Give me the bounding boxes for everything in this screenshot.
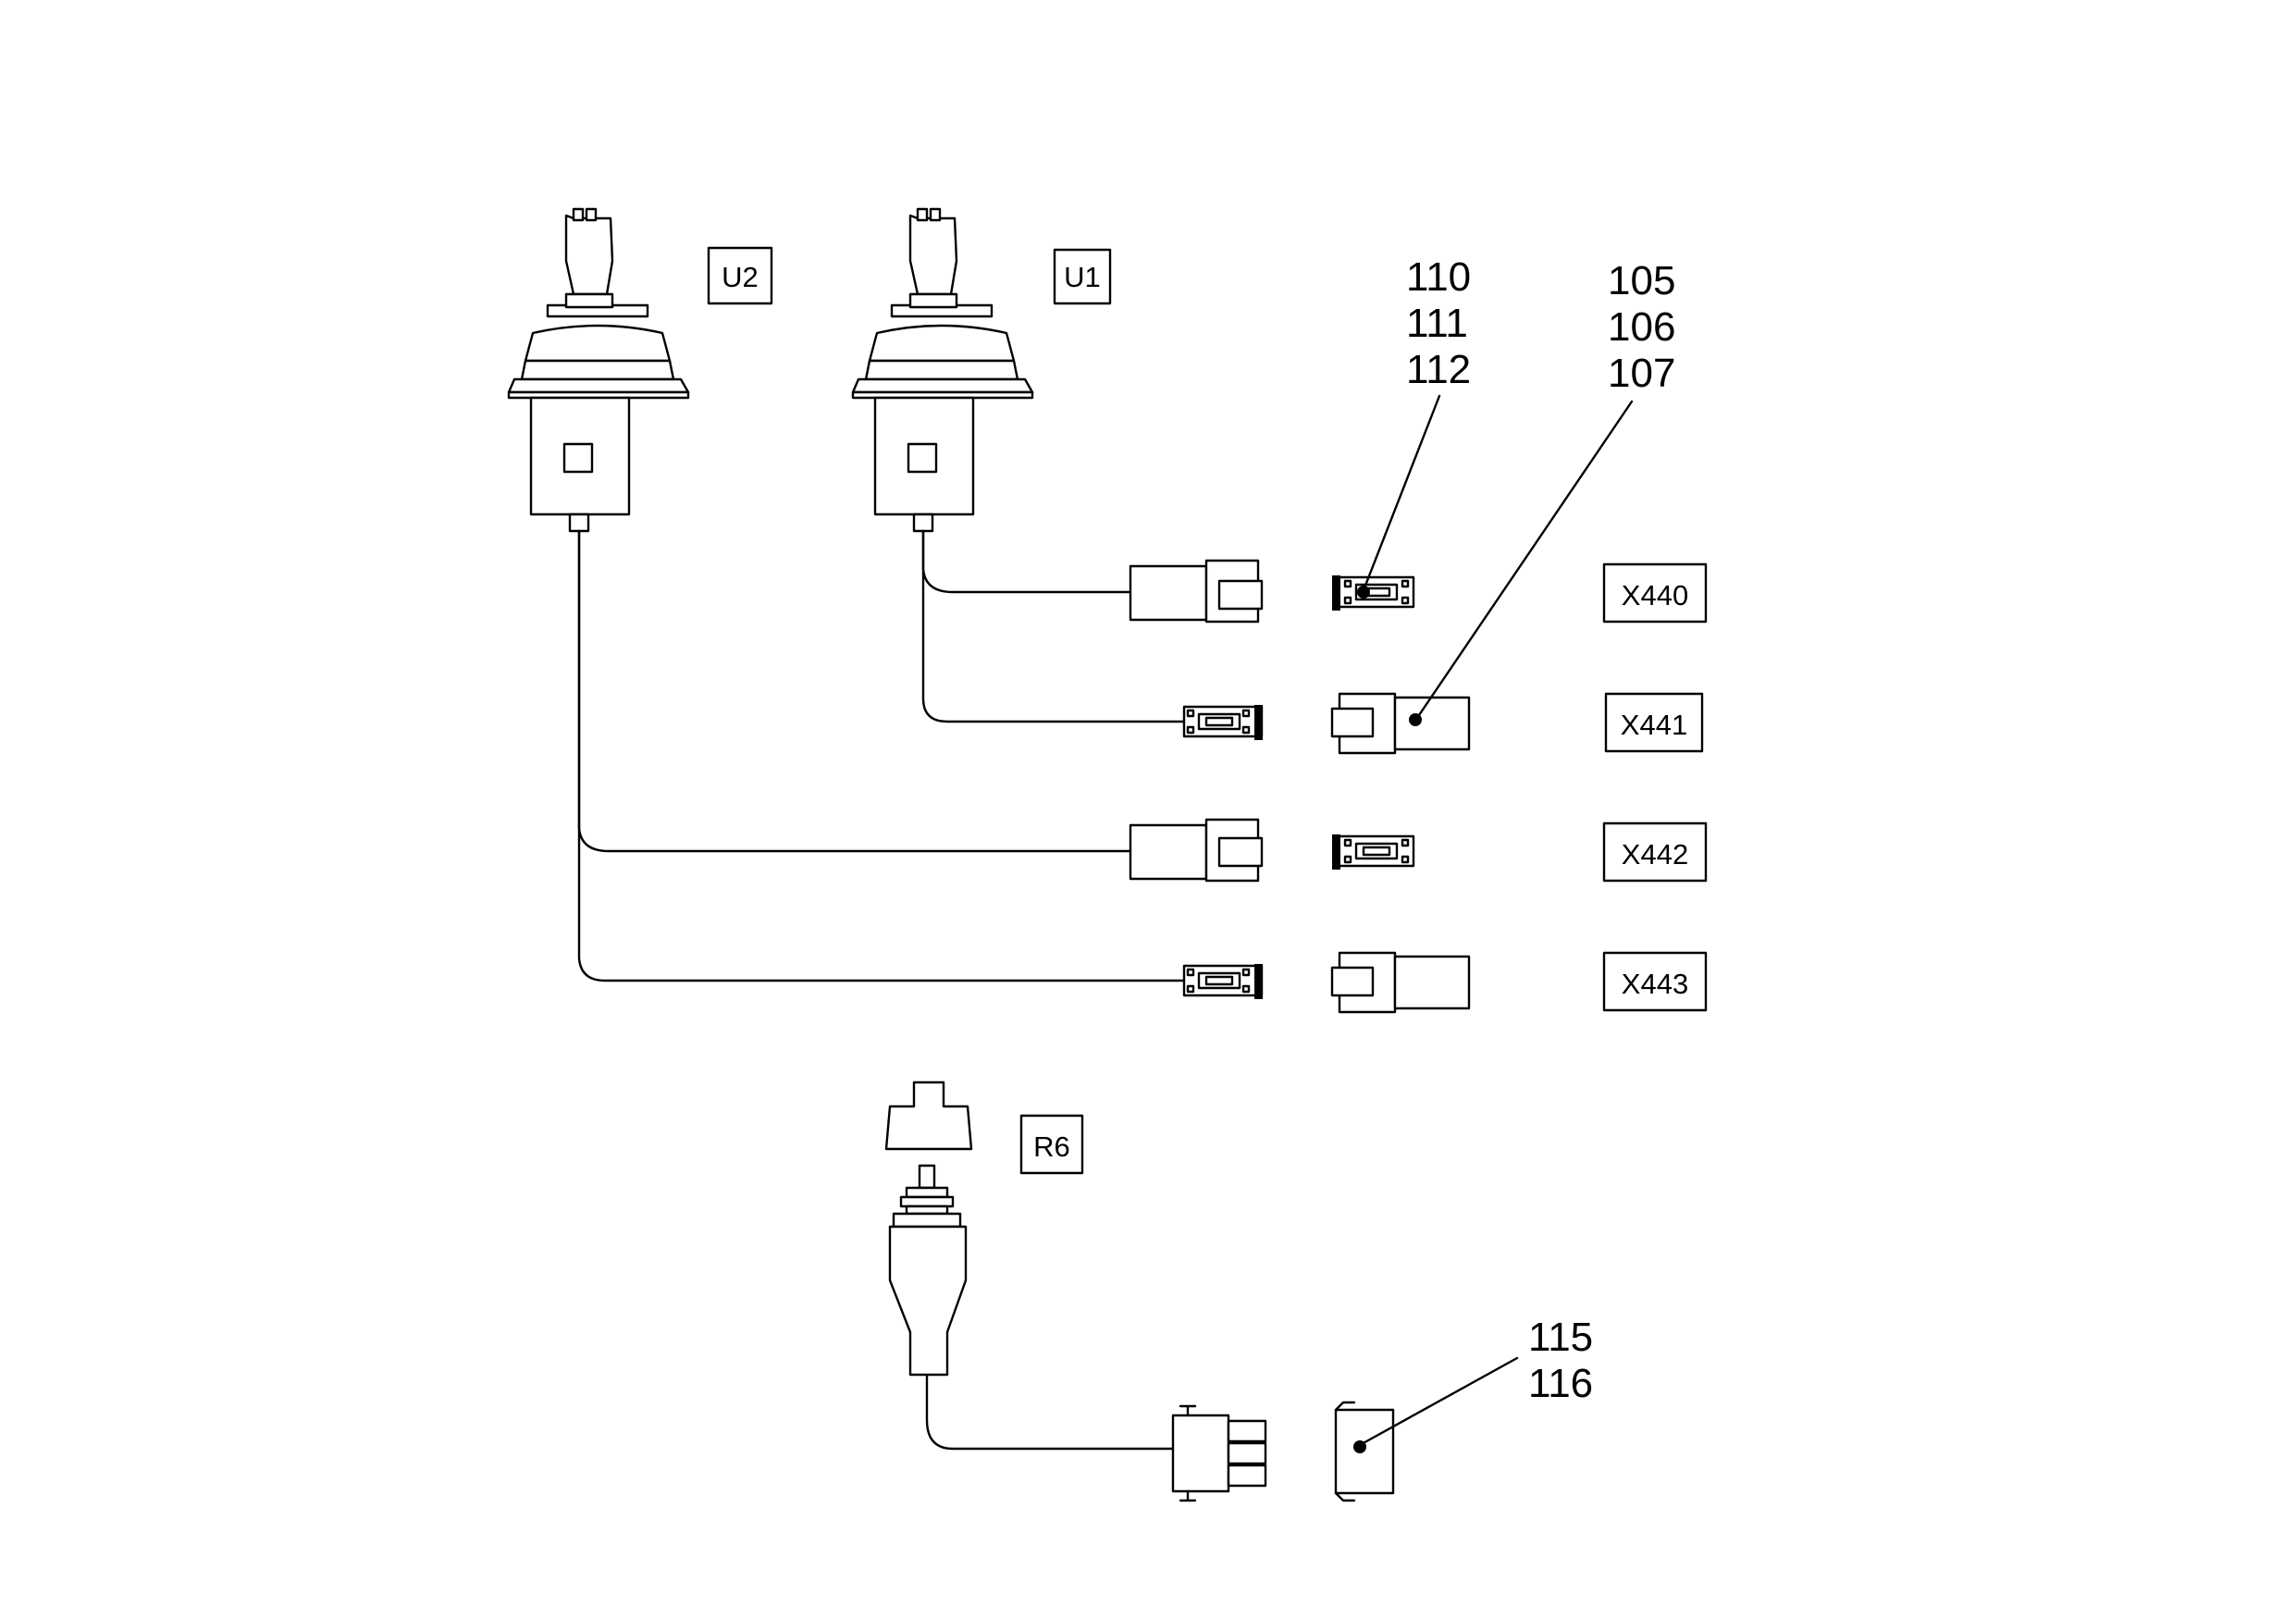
joystick-u1 [851,207,1034,533]
label-x443: X443 [1602,951,1708,1012]
connector-r6-cable-side [1171,1404,1267,1502]
connector-x442-mate [1332,834,1415,870]
connector-x440-mate [1332,575,1415,611]
callout-c-2: 116 [1528,1361,1593,1406]
label-x441: X441 [1604,692,1704,753]
label-u2-text: U2 [722,261,759,293]
callout-a-3: 112 [1406,347,1471,392]
label-x442: X442 [1602,821,1708,883]
callout-b-1: 105 [1608,258,1675,303]
connector-x440-cable-side [1129,559,1264,624]
connector-x441-cable-side [1182,705,1264,740]
label-x443-text: X443 [1622,968,1688,1000]
label-u1: U1 [1053,248,1112,305]
connector-x441-mate [1330,692,1471,755]
label-u2: U2 [707,246,773,305]
callout-a-2: 111 [1406,301,1468,346]
joystick-u2 [507,207,690,533]
label-x441-text: X441 [1621,709,1687,741]
connector-x442-cable-side [1129,818,1264,883]
callout-b-3: 107 [1608,351,1675,396]
cables [577,529,1186,1451]
callout-b-2: 106 [1608,304,1675,350]
connector-x443-cable-side [1182,964,1264,999]
callout-group-a: 110 111 112 [1357,254,1471,599]
label-u1-text: U1 [1064,261,1101,293]
callout-group-c: 115 116 [1353,1315,1593,1453]
label-x442-text: X442 [1622,838,1688,871]
connector-x443-mate [1330,951,1471,1014]
potentiometer-r6 [884,1081,973,1377]
callout-c-1: 115 [1528,1315,1593,1360]
connector-r6-mate [1334,1401,1395,1502]
label-x440-text: X440 [1622,579,1688,611]
label-x440: X440 [1602,562,1708,624]
label-r6-text: R6 [1033,1130,1070,1163]
label-r6: R6 [1019,1114,1084,1175]
callout-group-b: 105 106 107 [1409,258,1675,726]
callout-a-1: 110 [1406,254,1471,300]
